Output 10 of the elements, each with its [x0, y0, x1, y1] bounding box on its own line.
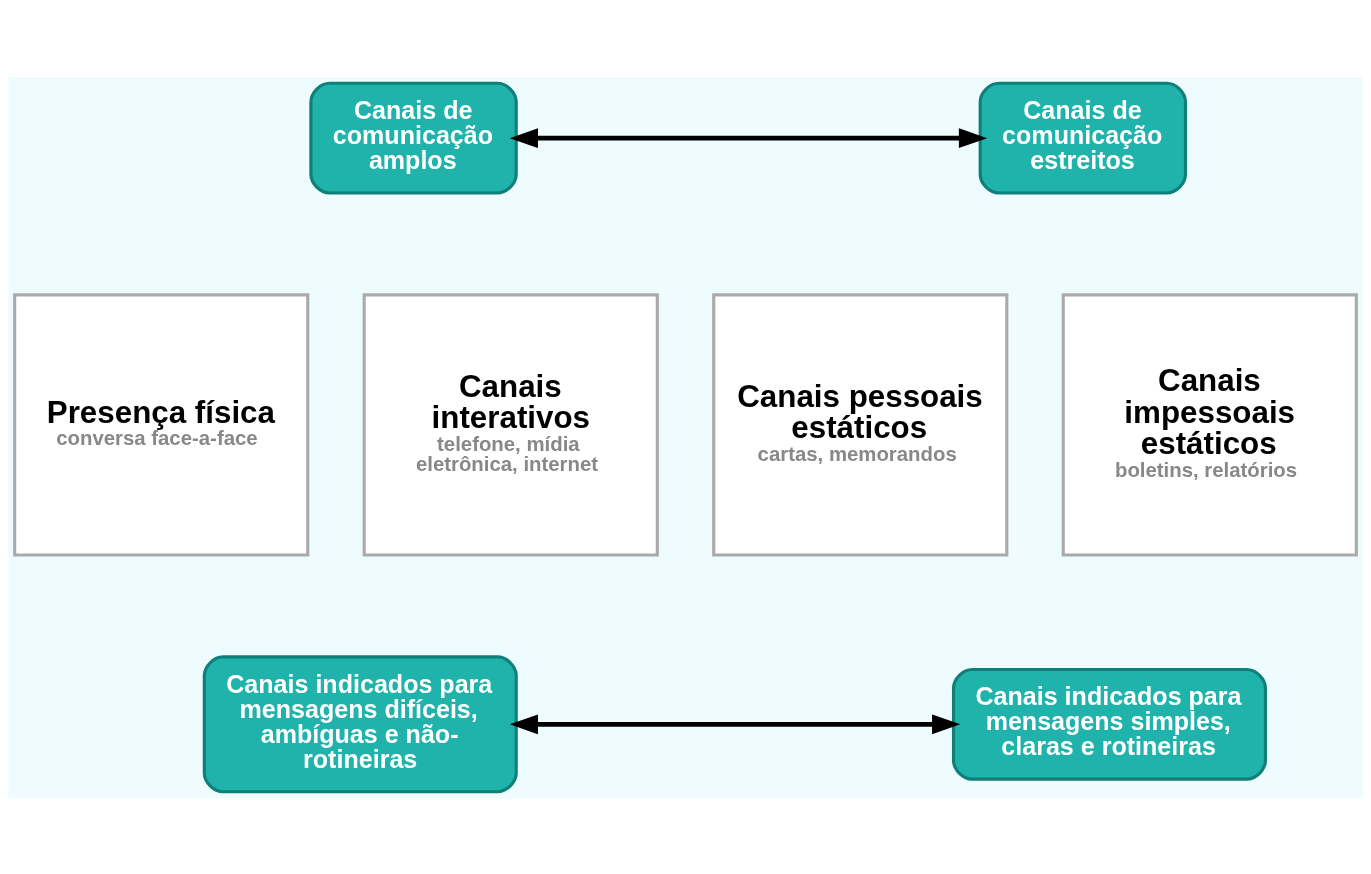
node-box: Canais interativos telefone, mídia eletrônica, internet — [362, 292, 659, 557]
arrow — [509, 713, 961, 734]
node-box: Canais indicados para mensagens simples, claras e rotineiras — [951, 667, 1267, 781]
node-box: Canais impessoais estáticos boletins, relatórios — [1061, 292, 1358, 557]
node-box: Canais de comunicação estreitos — [978, 81, 1188, 195]
arrow — [509, 127, 988, 148]
node-box: Presença física conversa face-a-face — [13, 292, 310, 557]
node-box: Canais de comunicação amplos — [309, 81, 518, 195]
node-box: Canais indicados para mensagens difíceis, ambíguas e não-rotineiras — [202, 654, 518, 793]
node-box: Canais pessoais estáticos cartas, memorandos — [712, 292, 1009, 557]
